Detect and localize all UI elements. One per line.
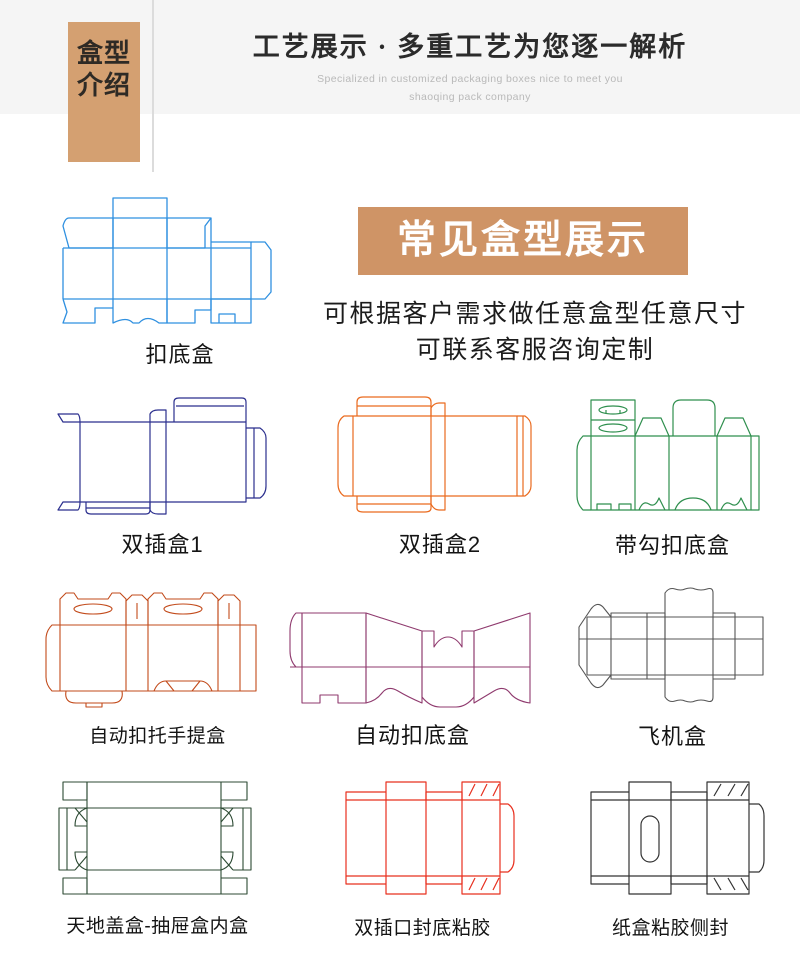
dieline-lid-tray-icon (25, 778, 290, 896)
box-card-tian-di-gai-he[interactable]: 天地盖盒-抽屉盒内盒 (25, 778, 290, 942)
header-subtitle-line1: Specialized in customized packaging boxe… (317, 73, 623, 85)
box-label-tian-di-gai-he: 天地盖盒-抽屉盒内盒 (66, 916, 249, 937)
box-label-fei-ji-he: 飞机盒 (637, 724, 707, 749)
box-label-shuang-cha-kou-feng: 双插口封底粘胶 (354, 918, 491, 939)
box-card-zhi-he-zhan-jiao[interactable]: 纸盒粘胶侧封 (558, 778, 783, 944)
box-card-kou-di-he[interactable]: 扣底盒 (35, 196, 325, 370)
common-box-types-banner: 常见盒型展示 (358, 207, 688, 275)
box-label-kou-di-he: 扣底盒 (145, 342, 215, 367)
lead-paragraph: 可根据客户需求做任意盒型任意尺寸 可联系客服咨询定制 (300, 296, 770, 368)
box-label-zi-dong-kou-di-he: 自动扣底盒 (354, 723, 470, 748)
dieline-double-tuck-2-icon (320, 392, 560, 513)
header-vertical-divider (152, 0, 154, 172)
dieline-crash-lock-bottom-icon (280, 585, 545, 708)
box-label-zi-dong-kou-tuo-shou: 自动扣托手提盒 (89, 726, 226, 747)
header-subtitle-line2: shaoqing pack company (409, 91, 531, 103)
header-text-block: 工艺展示 · 多重工艺为您逐一解析 Specialized in customi… (170, 28, 770, 106)
dieline-glued-bottom-icon (310, 778, 535, 898)
dieline-mailer-box-icon (560, 583, 785, 708)
box-card-shuang-cha-he-2[interactable]: 双插盒2 (320, 392, 560, 560)
box-card-dai-gou-kou-di-he[interactable]: 带勾扣底盒 (560, 392, 785, 561)
dieline-hook-tuck-bottom-icon (560, 392, 785, 517)
box-card-zi-dong-kou-di-he[interactable]: 自动扣底盒 (280, 585, 545, 751)
dieline-tuck-bottom-icon (35, 196, 325, 326)
box-label-zhi-he-zhan-jiao: 纸盒粘胶侧封 (611, 918, 729, 939)
box-card-fei-ji-he[interactable]: 飞机盒 (560, 583, 785, 752)
page-title: 工艺展示 · 多重工艺为您逐一解析 (252, 32, 688, 62)
box-label-shuang-cha-he-2: 双插盒2 (398, 532, 482, 557)
section-tab-badge: 盒型 介绍 (68, 22, 140, 162)
lead-line1: 可根据客户需求做任意盒型任意尺寸 (322, 300, 747, 328)
lead-line2: 可联系客服咨询定制 (415, 336, 655, 364)
dieline-auto-lock-handle-icon (25, 583, 290, 708)
box-label-shuang-cha-he-1: 双插盒1 (121, 532, 204, 557)
section-tab-line2: 介绍 (76, 71, 131, 100)
box-card-shuang-cha-kou-feng[interactable]: 双插口封底粘胶 (310, 778, 535, 944)
dieline-double-tuck-1-icon (30, 392, 295, 515)
box-card-shuang-cha-he-1[interactable]: 双插盒1 (30, 392, 295, 560)
dieline-side-glue-icon (558, 778, 783, 898)
banner-label: 常见盒型展示 (396, 219, 649, 262)
box-label-dai-gou-kou-di-he: 带勾扣底盒 (614, 533, 730, 558)
section-tab-line1: 盒型 (76, 39, 131, 68)
box-card-zi-dong-kou-tuo-shou[interactable]: 自动扣托手提盒 (25, 583, 290, 752)
